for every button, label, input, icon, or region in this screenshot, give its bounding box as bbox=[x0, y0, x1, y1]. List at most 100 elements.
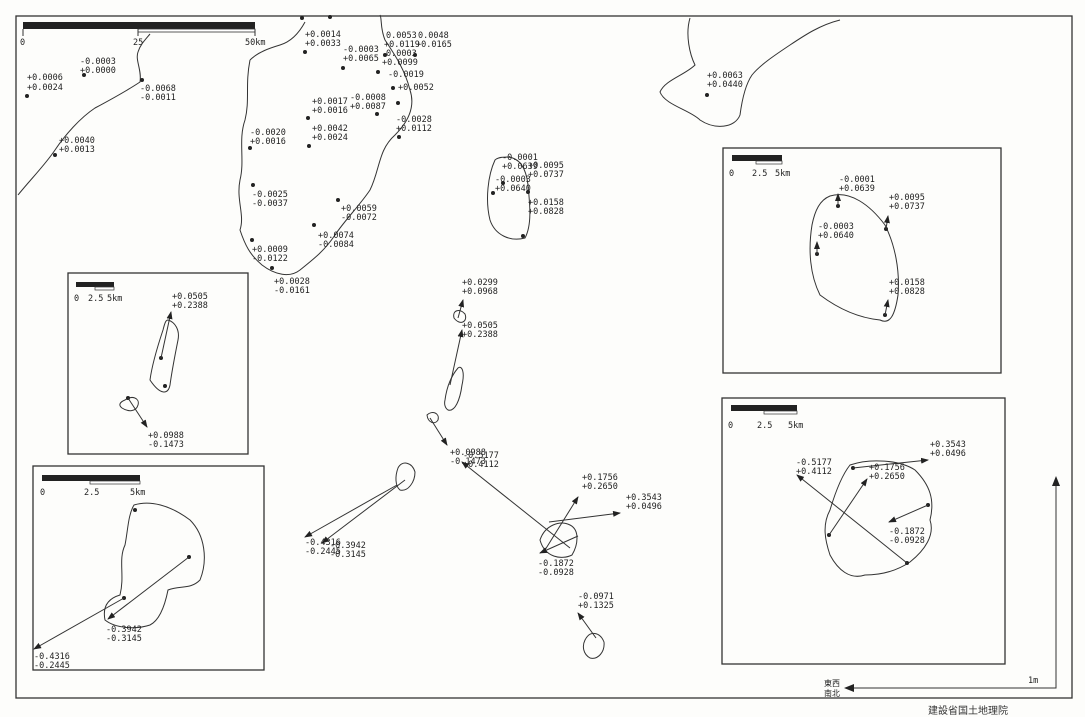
displacement-label: +0.0496 bbox=[626, 502, 662, 512]
displacement-label: +0.0042 bbox=[312, 124, 348, 134]
displacement-label: +0.1756 bbox=[582, 473, 618, 483]
displacement-label: +0.0052 bbox=[398, 83, 434, 93]
displacement-label: +0.0014 bbox=[305, 30, 341, 40]
coastline bbox=[487, 156, 531, 240]
displacement-label: +0.0828 bbox=[889, 287, 925, 297]
displacement-label: +0.0640 bbox=[818, 231, 854, 241]
displacement-label: -0.1473 bbox=[450, 457, 486, 467]
displacement-label: +0.0040 bbox=[59, 136, 95, 146]
displacement-label: +0.0737 bbox=[528, 170, 564, 180]
displacement-label: 5km bbox=[130, 488, 145, 498]
displacement-label: -0.0011 bbox=[140, 93, 176, 103]
displacement-label: -0.0072 bbox=[341, 213, 377, 223]
vector-scale-label: 1m bbox=[1028, 676, 1038, 686]
coastline bbox=[249, 21, 306, 61]
displacement-label: +0.3543 bbox=[626, 493, 662, 503]
displacement-label: +0.0065 bbox=[343, 54, 379, 64]
displacement-label: +0.0016 bbox=[250, 137, 286, 147]
displacement-label: +0.1325 bbox=[578, 601, 614, 611]
displacement-label: +0.2388 bbox=[172, 301, 208, 311]
displacement-vector bbox=[883, 215, 890, 230]
displacement-label: -0.3942 bbox=[106, 625, 142, 635]
station-marker bbox=[300, 16, 304, 20]
displacement-label: +0.0158 bbox=[889, 278, 925, 288]
displacement-label: -0.3145 bbox=[330, 550, 366, 560]
displacement-label: +0.4112 bbox=[463, 460, 499, 470]
displacement-label: +0.0737 bbox=[889, 202, 925, 212]
displacement-label: 5km bbox=[107, 294, 122, 304]
displacement-vector bbox=[852, 457, 929, 469]
displacement-label: +0.0828 bbox=[528, 207, 564, 217]
scale-tick-50: 50km bbox=[245, 38, 265, 48]
displacement-label: +0.0000 bbox=[80, 66, 116, 76]
coastline bbox=[582, 633, 605, 659]
station-marker bbox=[248, 146, 252, 150]
displacement-vector bbox=[577, 612, 597, 639]
coastline bbox=[444, 366, 464, 411]
displacement-label: +0.0028 bbox=[274, 277, 310, 287]
displacement-label: -0.4316 bbox=[34, 652, 70, 662]
displacement-label: 5km bbox=[775, 169, 790, 179]
displacement-label: +0.0165 bbox=[416, 40, 452, 50]
displacement-label: +0.0074 bbox=[318, 231, 354, 241]
displacement-label: +0.1756 bbox=[869, 463, 905, 473]
displacement-label: 2.5 bbox=[752, 169, 767, 179]
displacement-label: 0 bbox=[40, 488, 45, 498]
displacement-label: -0.0037 bbox=[252, 199, 288, 209]
displacement-vector bbox=[548, 510, 621, 523]
station-marker bbox=[526, 190, 530, 194]
scale-tick-25: 25 bbox=[133, 38, 143, 48]
displacement-label: +0.0119 bbox=[384, 40, 420, 50]
main-labels: +0.0006+0.0024 -0.0003+0.0000 -0.0068-0.… bbox=[27, 30, 743, 611]
displacement-label: -0.5177 bbox=[796, 458, 832, 468]
coastline bbox=[539, 522, 578, 558]
displacement-label: +0.0639 bbox=[839, 184, 875, 194]
displacement-vector bbox=[160, 311, 173, 359]
scale-tick-0: 0 bbox=[20, 38, 25, 48]
displacement-label: -0.3145 bbox=[106, 634, 142, 644]
displacement-label: +0.0158 bbox=[528, 198, 564, 208]
displacement-label: -0.0161 bbox=[274, 286, 310, 296]
displacement-vector bbox=[544, 496, 579, 551]
displacement-label: -0.3942 bbox=[330, 541, 366, 551]
coastline bbox=[149, 319, 179, 393]
displacement-vector bbox=[304, 484, 398, 538]
coastlines bbox=[17, 14, 841, 659]
coastline bbox=[453, 310, 467, 323]
displacement-label: +0.0099 bbox=[382, 58, 418, 68]
station-marker bbox=[705, 93, 709, 97]
coastline bbox=[238, 14, 413, 276]
displacement-label: +0.2650 bbox=[869, 472, 905, 482]
displacement-label: -0.2445 bbox=[34, 661, 70, 671]
map-frame bbox=[15, 15, 1073, 699]
displacement-label: -0.5177 bbox=[463, 451, 499, 461]
displacement-label: +0.0033 bbox=[305, 39, 341, 49]
displacement-label: +0.0112 bbox=[396, 124, 432, 134]
displacement-label: -0.0001 bbox=[839, 175, 875, 185]
displacement-label: -0.1872 bbox=[538, 559, 574, 569]
displacement-label: +0.0024 bbox=[312, 133, 348, 143]
coastline bbox=[119, 397, 139, 412]
displacement-label: -0.0971 bbox=[578, 592, 614, 602]
displacement-label: +0.0496 bbox=[930, 449, 966, 459]
station-marker bbox=[336, 198, 340, 202]
displacement-label: +0.0440 bbox=[707, 80, 743, 90]
station-marker bbox=[396, 101, 400, 105]
displacement-label: -0.0008 bbox=[350, 93, 386, 103]
displacement-vector bbox=[33, 597, 125, 650]
station-marker bbox=[397, 135, 401, 139]
displacement-vector bbox=[449, 329, 464, 386]
displacement-label: +0.0006 bbox=[27, 73, 63, 83]
coastline bbox=[824, 460, 933, 577]
coastline bbox=[17, 33, 151, 196]
displacement-label: +0.0968 bbox=[462, 287, 498, 297]
displacement-vector bbox=[539, 535, 579, 554]
station-marker bbox=[133, 508, 137, 512]
displacement-label: +0.0988 bbox=[148, 431, 184, 441]
displacement-label: 2.5 bbox=[757, 421, 772, 431]
displacement-label: 0 bbox=[728, 421, 733, 431]
